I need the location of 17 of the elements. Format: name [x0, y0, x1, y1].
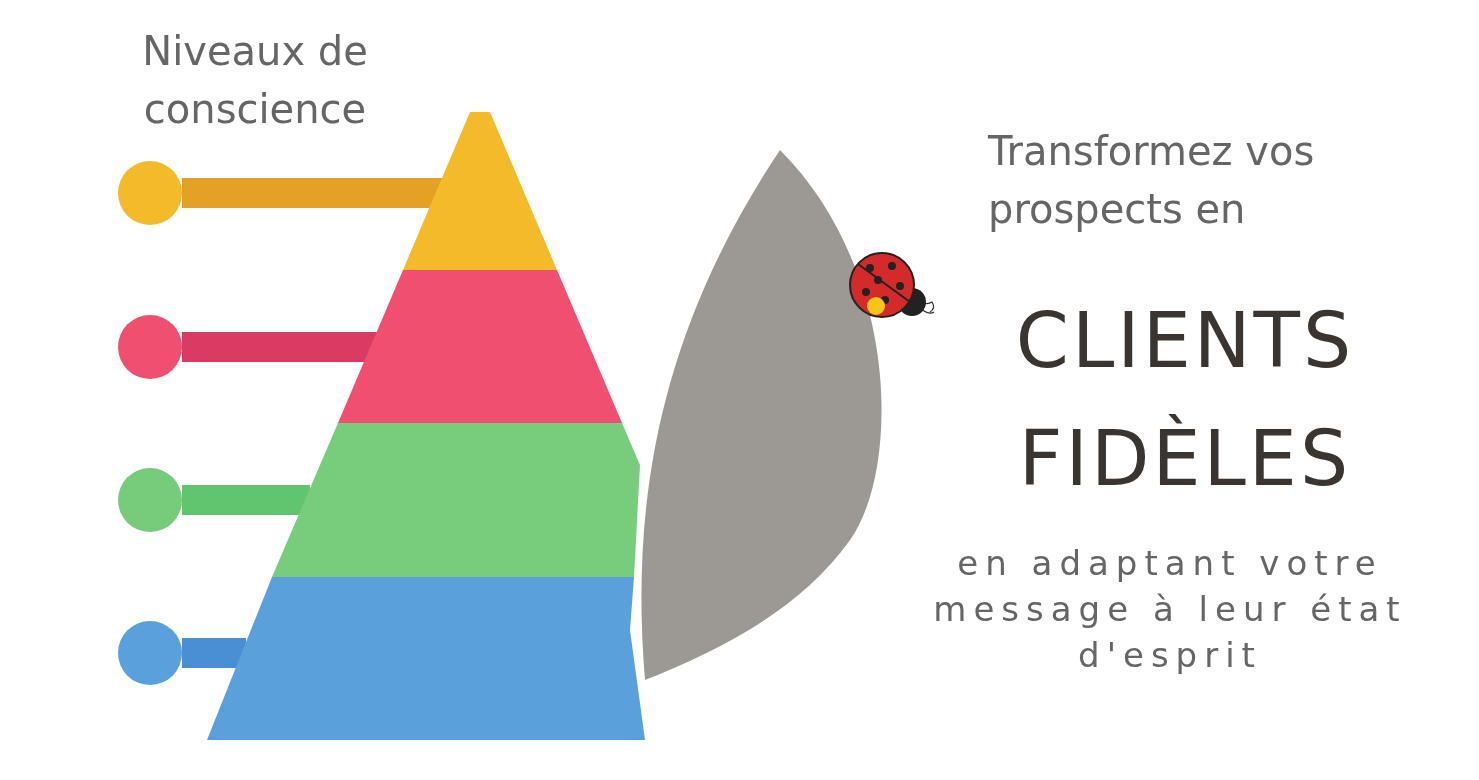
leaf-shape — [641, 150, 882, 680]
level-dot — [118, 621, 182, 685]
level-dot — [118, 161, 182, 225]
connector-bar — [182, 178, 444, 208]
connector-bar — [182, 332, 378, 362]
subtitle: en adaptant votre message à leur état d'esprit — [932, 542, 1408, 677]
pyramid-layer — [207, 577, 645, 740]
connector-bar — [182, 638, 246, 668]
level-dot — [118, 315, 182, 379]
connector-bar — [182, 485, 310, 515]
pyramid-layer — [272, 423, 640, 577]
level-dot — [118, 468, 182, 532]
pyramid-top-layer — [403, 112, 557, 270]
headline: CLIENTS FIDÈLES — [1014, 295, 1356, 505]
tagline: Transformez vos prospects en — [987, 127, 1316, 234]
heading: Niveaux de conscience — [141, 27, 369, 134]
pyramid-layer — [338, 270, 622, 423]
